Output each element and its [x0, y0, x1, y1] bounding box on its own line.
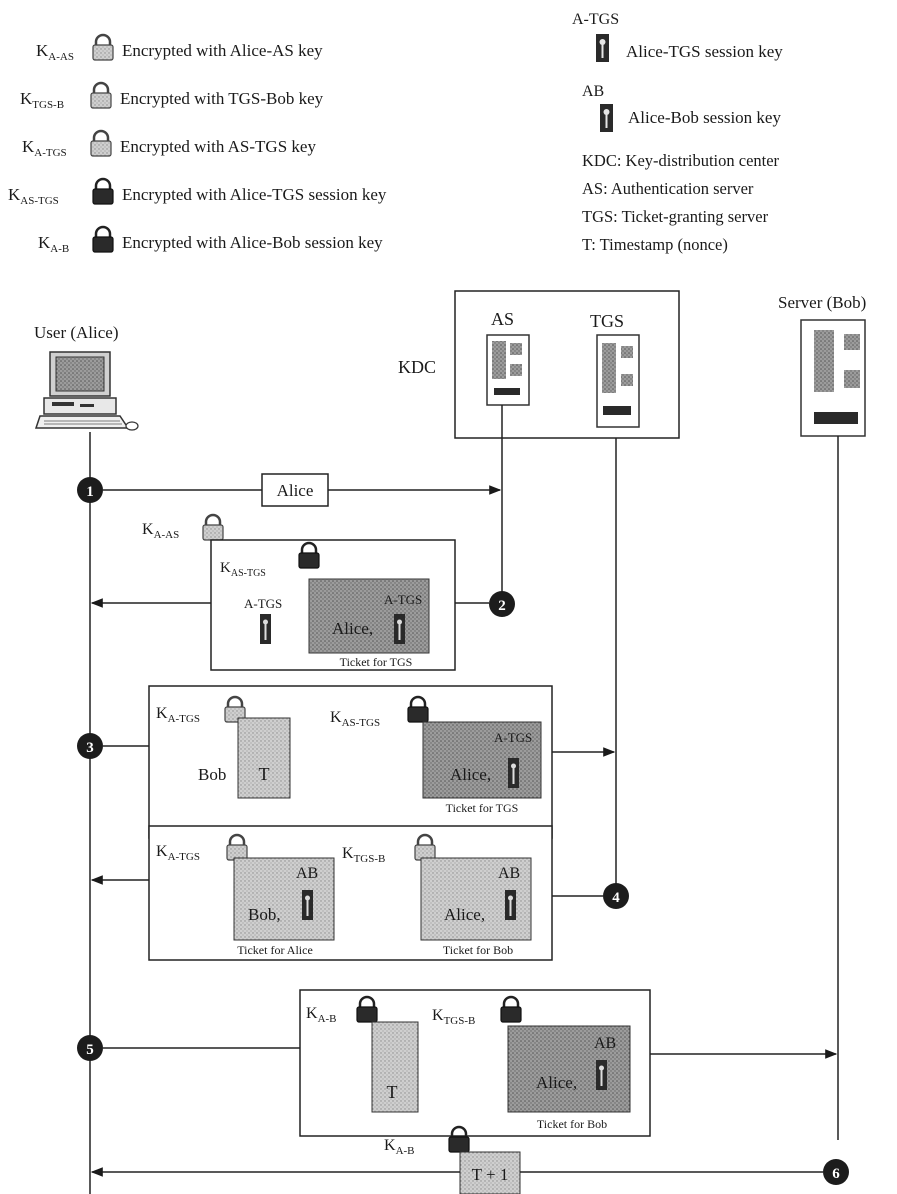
- computer-icon: [36, 352, 138, 430]
- ticket: [309, 579, 429, 653]
- key-label: KA-B: [384, 1137, 415, 1157]
- server-label: Server (Bob): [778, 293, 866, 312]
- ticket-name: Alice,: [450, 765, 491, 784]
- key-icon: [302, 890, 313, 920]
- legend-key-label: KA-TGS: [22, 137, 67, 159]
- timestamp: T: [387, 1082, 398, 1102]
- step-number: 3: [86, 740, 94, 756]
- padlock-dark-icon: [93, 227, 113, 252]
- kdc-label: KDC: [398, 357, 436, 377]
- padlock-light-icon: [91, 83, 111, 108]
- key-tag: AB: [594, 1035, 616, 1052]
- definition: AS: Authentication server: [582, 179, 754, 198]
- timestamp: T + 1: [472, 1165, 509, 1184]
- legend-key-label: KTGS-B: [20, 89, 64, 111]
- key-tag: A-TGS: [494, 730, 532, 745]
- ticket: [234, 858, 334, 940]
- key-icon: [505, 890, 516, 920]
- padlock-light-icon: [93, 35, 113, 60]
- padlock-light-icon: [91, 131, 111, 156]
- padlock-dark-icon: [93, 179, 113, 204]
- step-number: 4: [612, 890, 620, 906]
- key-tag: AB: [498, 865, 520, 882]
- key-description: Alice-Bob session key: [628, 108, 781, 127]
- ticket-caption: Ticket for TGS: [446, 801, 519, 815]
- tgs-label: TGS: [590, 311, 624, 331]
- ticket-caption: Ticket for Bob: [443, 943, 513, 957]
- key-description: Alice-TGS session key: [626, 42, 783, 61]
- legend-left: KA-AS Encrypted with Alice-AS key KTGS-B…: [8, 35, 387, 255]
- key-tag: A-TGS: [244, 596, 282, 611]
- ticket-name: Alice,: [536, 1073, 577, 1092]
- key-icon: [508, 758, 519, 788]
- ticket-name: Alice,: [332, 619, 373, 638]
- definition: KDC: Key-distribution center: [582, 151, 780, 170]
- key-icon: [596, 34, 609, 62]
- legend-text: Encrypted with Alice-Bob session key: [122, 233, 383, 252]
- legend-text: Encrypted with Alice-AS key: [122, 41, 323, 60]
- as-label: AS: [491, 309, 514, 329]
- legend-text: Encrypted with Alice-TGS session key: [122, 185, 387, 204]
- legend-key-label: KA-B: [38, 233, 69, 255]
- legend-row: KAS-TGS Encrypted with Alice-TGS session…: [8, 179, 387, 207]
- key-tag: AB: [296, 865, 318, 882]
- key-tag: AB: [582, 83, 604, 100]
- legend-row: KTGS-B Encrypted with TGS-Bob key: [20, 83, 324, 111]
- definition: TGS: Ticket-granting server: [582, 207, 769, 226]
- step-number: 1: [86, 484, 94, 500]
- legend-row: KA-TGS Encrypted with AS-TGS key: [22, 131, 316, 159]
- legend-right: A-TGS Alice-TGS session key AB Alice-Bob…: [572, 11, 783, 254]
- legend-key-label: KAS-TGS: [8, 185, 59, 207]
- message-text: Alice: [277, 481, 314, 500]
- padlock-light-icon: [203, 515, 223, 540]
- key-icon: [394, 614, 405, 644]
- key-icon: [600, 104, 613, 132]
- timestamp: T: [259, 764, 270, 784]
- tgs-server-icon: [597, 335, 639, 427]
- bob-server-icon: [801, 320, 865, 436]
- key-label: KA-AS: [142, 521, 179, 541]
- legend-row: KA-B Encrypted with Alice-Bob session ke…: [38, 227, 383, 255]
- legend-text: Encrypted with AS-TGS key: [120, 137, 316, 156]
- ticket-caption: Ticket for TGS: [340, 655, 413, 669]
- definition: T: Timestamp (nonce): [582, 235, 728, 254]
- message-name: Bob: [198, 765, 226, 784]
- as-server-icon: [487, 335, 529, 405]
- step-number: 5: [86, 1042, 94, 1058]
- key-icon: [596, 1060, 607, 1090]
- user-label: User (Alice): [34, 323, 119, 342]
- legend-row: KA-AS Encrypted with Alice-AS key: [36, 35, 323, 63]
- key-icon: [260, 614, 271, 644]
- step-number: 2: [498, 598, 506, 614]
- key-tag: A-TGS: [384, 592, 422, 607]
- key-tag: A-TGS: [572, 11, 619, 28]
- timestamp-block: [238, 718, 290, 798]
- ticket-name: Alice,: [444, 905, 485, 924]
- ticket-caption: Ticket for Bob: [537, 1117, 607, 1131]
- legend-key-label: KA-AS: [36, 41, 74, 63]
- legend-text: Encrypted with TGS-Bob key: [120, 89, 324, 108]
- step-number: 6: [832, 1166, 840, 1182]
- ticket-caption: Ticket for Alice: [237, 943, 313, 957]
- ticket-name: Bob,: [248, 905, 281, 924]
